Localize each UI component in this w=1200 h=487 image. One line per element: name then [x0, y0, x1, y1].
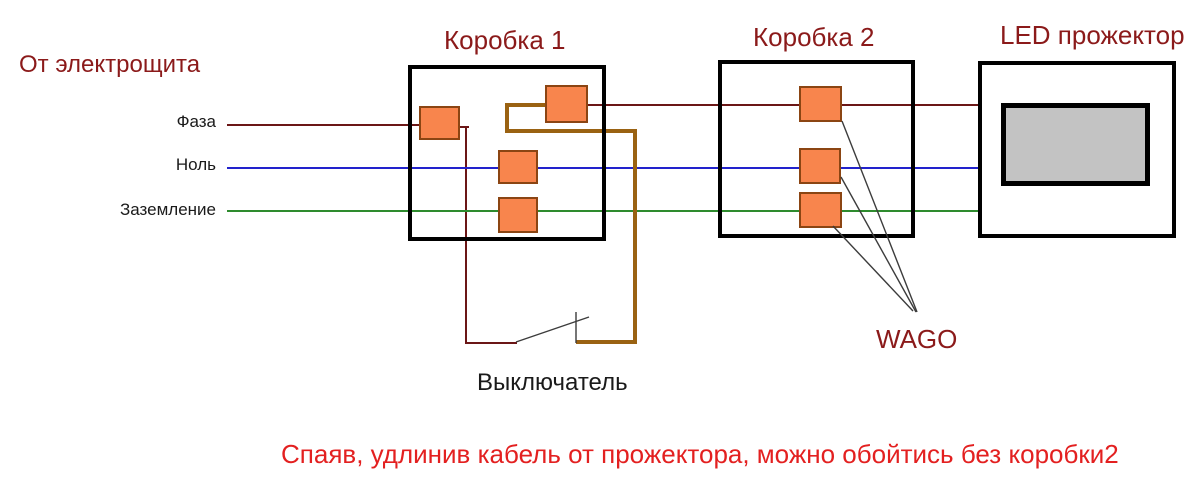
led-floodlight-body	[978, 61, 1176, 238]
source-panel-label: От электрощита	[19, 51, 201, 78]
junction-box-1	[408, 65, 606, 241]
switched-wire-switch-right	[576, 340, 637, 344]
led-floodlight-title: LED прожектор	[1000, 20, 1185, 50]
led-floodlight-screen	[1001, 103, 1150, 186]
phase-wire-to-led	[587, 104, 981, 106]
wago-label: WAGO	[876, 324, 958, 354]
box2-title: Коробка 2	[753, 22, 875, 52]
phase-wire-down-to-switch	[465, 126, 467, 344]
switched-wire-riser	[505, 103, 509, 133]
phase-wire-switch-left	[465, 342, 517, 344]
switched-wire-up	[633, 129, 637, 344]
wago-connector-box1-neutral	[498, 150, 538, 184]
switched-wire-mid	[505, 129, 637, 133]
wago-connector-box2-phase	[799, 86, 842, 122]
ground-wire-label: Заземление	[120, 200, 216, 219]
wago-connector-box2-neutral	[799, 148, 841, 184]
switch-label: Выключатель	[477, 369, 628, 396]
wago-connector-box2-ground	[799, 192, 842, 228]
switch-blade-line	[515, 316, 590, 343]
phase-wire-stub	[459, 126, 469, 128]
neutral-wire-label: Ноль	[175, 155, 216, 174]
phase-wire-label: Фаза	[176, 112, 216, 131]
phase-wire-from-panel	[227, 124, 425, 126]
switched-wire-into-connector	[505, 103, 548, 107]
wago-pointer-line-ground	[832, 225, 914, 312]
wago-connector-box1-phase-out	[545, 85, 588, 123]
box1-title: Коробка 1	[444, 25, 566, 55]
wago-connector-box1-ground	[498, 197, 538, 233]
note-text: Спаяв, удлинив кабель от прожектора, мож…	[281, 439, 1119, 469]
wago-connector-box1-phase-in	[419, 106, 460, 140]
